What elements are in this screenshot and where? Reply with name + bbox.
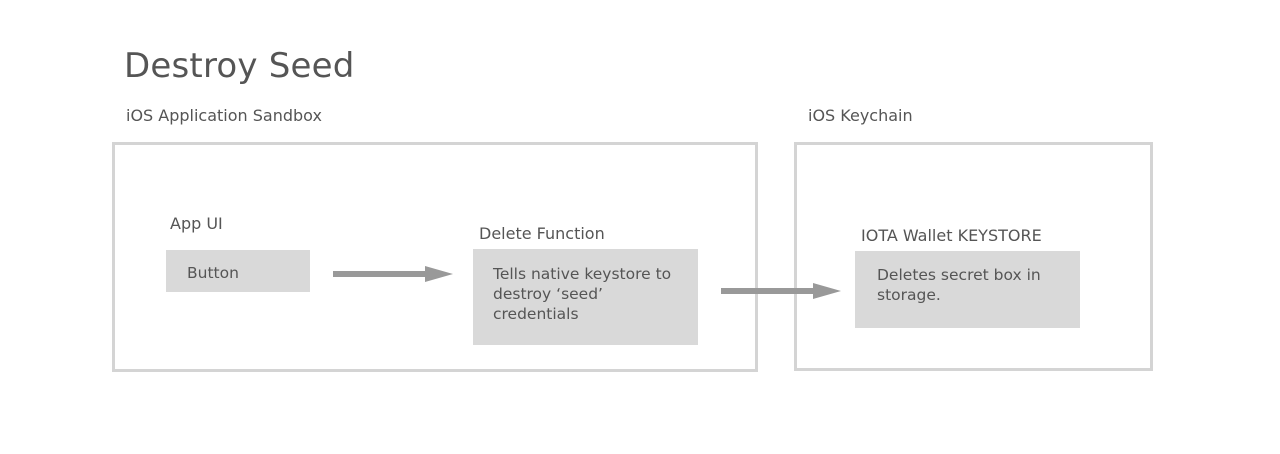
keystore-label: IOTA Wallet KEYSTORE bbox=[861, 226, 1042, 245]
delete-function-label: Delete Function bbox=[479, 224, 605, 243]
arrow-button-to-delete-function bbox=[333, 266, 453, 282]
app-ui-label: App UI bbox=[170, 214, 223, 233]
delete-function-node: Tells native keystore to destroy ‘seed’ … bbox=[473, 249, 698, 345]
arrow-delete-function-to-keystore bbox=[721, 283, 841, 299]
keystore-node: Deletes secret box in storage. bbox=[855, 251, 1080, 328]
keychain-group-label: iOS Keychain bbox=[808, 106, 913, 125]
sandbox-frame bbox=[112, 142, 758, 372]
sandbox-group-label: iOS Application Sandbox bbox=[126, 106, 322, 125]
keychain-frame bbox=[794, 142, 1153, 371]
page-title: Destroy Seed bbox=[124, 46, 355, 86]
button-node: Button bbox=[166, 250, 310, 292]
